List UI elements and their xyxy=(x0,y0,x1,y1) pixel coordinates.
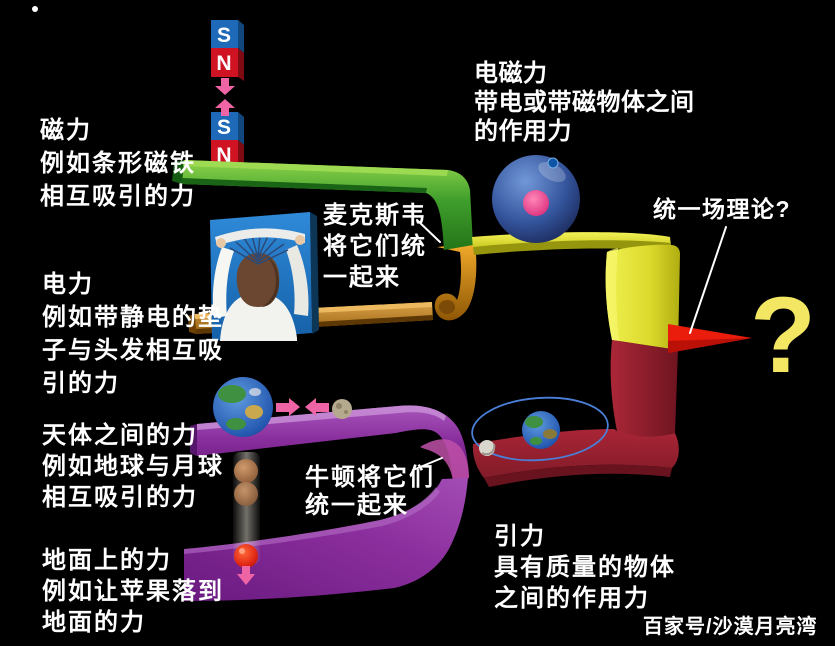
earth-moon-attraction xyxy=(213,377,352,437)
left-hand xyxy=(216,238,226,248)
unified-field-theory-label: 统一场理论? xyxy=(653,196,792,222)
nucleus xyxy=(523,190,549,216)
static-hair-strands xyxy=(229,234,289,265)
magnet-bottom-s-block xyxy=(211,112,238,140)
moon xyxy=(332,399,352,419)
attraction-arrows xyxy=(215,78,235,116)
maxwell-note: 麦克斯韦 将它们统 一起来 xyxy=(323,202,427,291)
electromagnetic-force-label: 电磁力 带电或带磁物体之间 的作用力 xyxy=(474,59,695,146)
magnetic-force-desc: 相互吸引的力 xyxy=(40,183,196,210)
white-speck xyxy=(32,6,38,12)
unified-theory-pointer-line xyxy=(689,226,727,334)
pole-label-n: N xyxy=(216,52,231,75)
newton-note: 牛顿将它们 统一起来 xyxy=(305,464,435,519)
purple-ribbon-lower xyxy=(184,478,468,601)
magnet-top-n-block xyxy=(211,48,238,77)
magnet-side-face xyxy=(238,20,244,53)
photo-side-face xyxy=(310,212,319,334)
yellow-ribbon xyxy=(472,232,680,350)
green-ribbon xyxy=(172,160,473,250)
stretched-pad xyxy=(215,228,305,246)
celestial-force-desc: 相互吸引的力 xyxy=(42,484,198,511)
electromagnetic-force-title: 电磁力 xyxy=(474,60,548,87)
gravity-label: 引力 具有质量的物体 之间的作用力 xyxy=(494,521,676,614)
falling-apples xyxy=(233,452,260,585)
celestial-force-desc: 例如地球与月球 xyxy=(42,453,224,480)
red-apple xyxy=(234,544,258,568)
pole-label-s: S xyxy=(217,116,231,139)
magnet-top-s-block xyxy=(211,20,238,48)
attraction-arrow-pair xyxy=(276,398,329,416)
magnet-side-face xyxy=(238,112,244,145)
magnetic-force-title: 磁力 xyxy=(40,117,92,144)
electromagnetic-force-desc: 的作用力 xyxy=(474,118,572,145)
woman-shirt xyxy=(220,295,297,341)
orbiting-earth xyxy=(522,411,560,449)
electromagnetic-force-desc: 带电或带磁物体之间 xyxy=(474,89,695,116)
celestial-force-label: 天体之间的力 例如地球与月球 相互吸引的力 xyxy=(42,420,224,513)
static-electricity-photo xyxy=(210,212,319,341)
apple-fall-arrow xyxy=(237,566,255,585)
gravity-title: 引力 xyxy=(494,523,546,550)
right-hand xyxy=(295,235,305,245)
newton-pointer-line xyxy=(412,457,443,471)
ground-force-desc: 地面的力 xyxy=(42,609,146,636)
electric-force-desc: 例如带静电的垫 xyxy=(42,304,224,331)
orbit-ellipse xyxy=(471,396,609,462)
earth-moon-orbit xyxy=(471,396,609,462)
apple-blur-2 xyxy=(234,482,258,506)
bar-magnets: S N S N xyxy=(211,20,244,171)
unified-field-arrow xyxy=(668,324,752,353)
electric-force-desc: 引的力 xyxy=(42,370,120,397)
atom xyxy=(492,155,580,243)
junction-highlight xyxy=(420,439,469,481)
gravity-desc: 之间的作用力 xyxy=(494,585,650,612)
electron xyxy=(547,157,559,169)
ground-force-title: 地面上的力 xyxy=(42,547,172,574)
magnet-side-face xyxy=(238,48,244,81)
electric-force-label: 电力 例如带静电的垫 子与头发相互吸 引的力 xyxy=(42,268,224,400)
watermark: 百家号/沙漠月亮湾 xyxy=(643,616,818,638)
ground-force-desc: 例如让苹果落到 xyxy=(42,578,224,605)
apple-blur-1 xyxy=(234,459,258,483)
pole-label-n: N xyxy=(216,144,231,167)
maxwell-pointer-line xyxy=(416,219,441,243)
electric-force-title: 电力 xyxy=(42,271,94,298)
electric-force-desc: 子与头发相互吸 xyxy=(42,337,224,364)
big-question-mark: ? xyxy=(750,274,816,395)
woman-left-arm xyxy=(212,247,234,318)
magnetic-force-label: 磁力 例如条形磁铁 相互吸引的力 xyxy=(40,114,196,213)
magnetic-force-desc: 例如条形磁铁 xyxy=(40,150,196,177)
maroon-ribbon xyxy=(472,340,679,487)
pole-label-s: S xyxy=(217,24,231,47)
orange-ribbon-curl xyxy=(434,243,477,321)
ground-force-label: 地面上的力 例如让苹果落到 地面的力 xyxy=(42,545,224,638)
gravity-desc: 具有质量的物体 xyxy=(494,554,676,581)
woman-hair xyxy=(236,253,280,307)
celestial-force-title: 天体之间的力 xyxy=(42,422,198,449)
woman-right-arm xyxy=(286,245,309,316)
